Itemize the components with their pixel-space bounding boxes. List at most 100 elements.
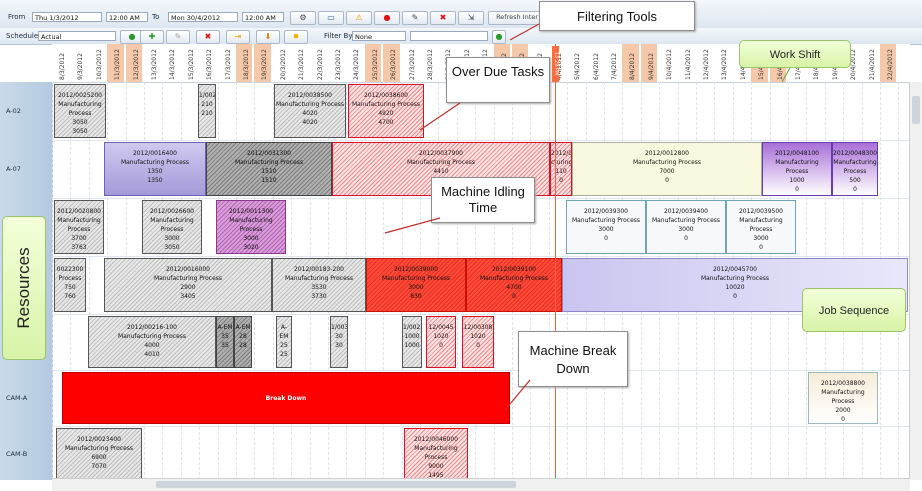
date-label: 13/3/2012 <box>151 49 158 80</box>
resources-label: Resources <box>14 247 33 329</box>
warning-button[interactable]: ⚠ <box>346 11 372 25</box>
date-column: 27/3/2012 <box>402 44 418 82</box>
tools-button[interactable]: ✎ <box>402 11 428 25</box>
filter-value-input[interactable] <box>410 31 488 41</box>
highlight-button[interactable]: ✸ <box>284 30 308 44</box>
vertical-scrollbar[interactable] <box>909 82 922 480</box>
from-time-input[interactable]: 12:00 AM <box>106 12 148 22</box>
callout-machine-break-down: Machine Break Down <box>518 331 628 387</box>
delete-button[interactable]: ✖ <box>430 11 456 25</box>
to-time-input[interactable]: 12:00 AM <box>242 12 284 22</box>
task-done: 4010 <box>144 351 160 358</box>
vertical-scroll-thumb[interactable] <box>912 96 920 124</box>
export-button[interactable]: ⇲ <box>458 11 484 25</box>
from-label: From <box>8 13 26 21</box>
resource-row[interactable]: A-02 <box>0 82 52 141</box>
resource-row[interactable]: CAM-B <box>0 426 52 480</box>
error-button[interactable]: ● <box>374 11 400 25</box>
task-process: Manufacturing Process <box>632 159 702 166</box>
resource-row[interactable]: A-07 <box>0 140 52 199</box>
task-qty: 500 <box>849 177 861 184</box>
date-label: 5/4/2012 <box>574 53 582 80</box>
task-done: 4700 <box>378 119 394 126</box>
task-qty: 3000 <box>164 235 180 242</box>
filter-by-select[interactable]: None <box>352 31 406 41</box>
date-column: 12/4/2012 <box>696 44 712 82</box>
date-label: 20/3/2012 <box>279 49 287 80</box>
from-date-input[interactable]: Thu 1/3/2012 <box>32 12 102 22</box>
date-label: 19/3/2012 <box>261 49 269 80</box>
task-id: 2012/0038500 <box>287 92 332 99</box>
task-bar[interactable]: 2012/0039cturing1100 <box>550 142 572 196</box>
task-id: 2012/00183-200 <box>294 266 344 273</box>
task-process: Manufacturing Process <box>153 275 223 282</box>
resource-label: A-07 <box>6 165 21 173</box>
task-id: A-EM <box>217 324 233 331</box>
horizontal-scroll-thumb[interactable] <box>156 481 516 488</box>
grid-column-line <box>88 82 91 480</box>
schedule-select[interactable]: Actual <box>38 31 116 41</box>
refresh-green-button[interactable]: ● <box>120 30 144 44</box>
warning-icon: ⚠ <box>355 13 363 22</box>
task-qty: 2900 <box>180 284 196 291</box>
breakdown-bar[interactable]: Break Down <box>62 372 510 424</box>
task-id: 2012/0038800 <box>820 380 865 387</box>
refresh-interval-button[interactable]: Refresh Inter <box>488 11 546 25</box>
task-done: 25 <box>280 351 288 358</box>
date-column: 23/3/2012 <box>328 44 344 82</box>
remove-button[interactable]: ✖ <box>196 30 220 44</box>
to-label: To <box>152 13 160 21</box>
down-button[interactable]: ⬇ <box>256 30 280 44</box>
move-button[interactable]: ⇥ <box>226 30 250 44</box>
callout-job-sequence: Job Sequence <box>802 288 906 332</box>
task-process: Manufacturing Process <box>284 275 354 282</box>
callout-over-due-tasks: Over Due Tasks <box>446 57 550 103</box>
edit-button[interactable]: ✎ <box>166 30 190 44</box>
task-process: Manufacturing Process <box>821 389 865 405</box>
settings-button[interactable]: ⚙ <box>290 11 316 25</box>
task-qty: 750 <box>64 284 76 291</box>
add-button[interactable]: ✚ <box>140 30 164 44</box>
resource-row[interactable]: CAM-A <box>0 370 52 427</box>
layout-button[interactable]: ▭ <box>318 11 344 25</box>
to-date-input[interactable]: Mon 30/4/2012 <box>168 12 238 22</box>
schedule-label: Schedule <box>6 32 39 40</box>
error-icon: ● <box>383 13 391 22</box>
task-done: 0 <box>841 416 845 423</box>
task-done: 0 <box>853 186 857 193</box>
task-done: 1495 <box>428 472 444 479</box>
horizontal-scrollbar[interactable] <box>52 478 910 491</box>
apply-filter-button[interactable]: ● <box>492 30 506 44</box>
